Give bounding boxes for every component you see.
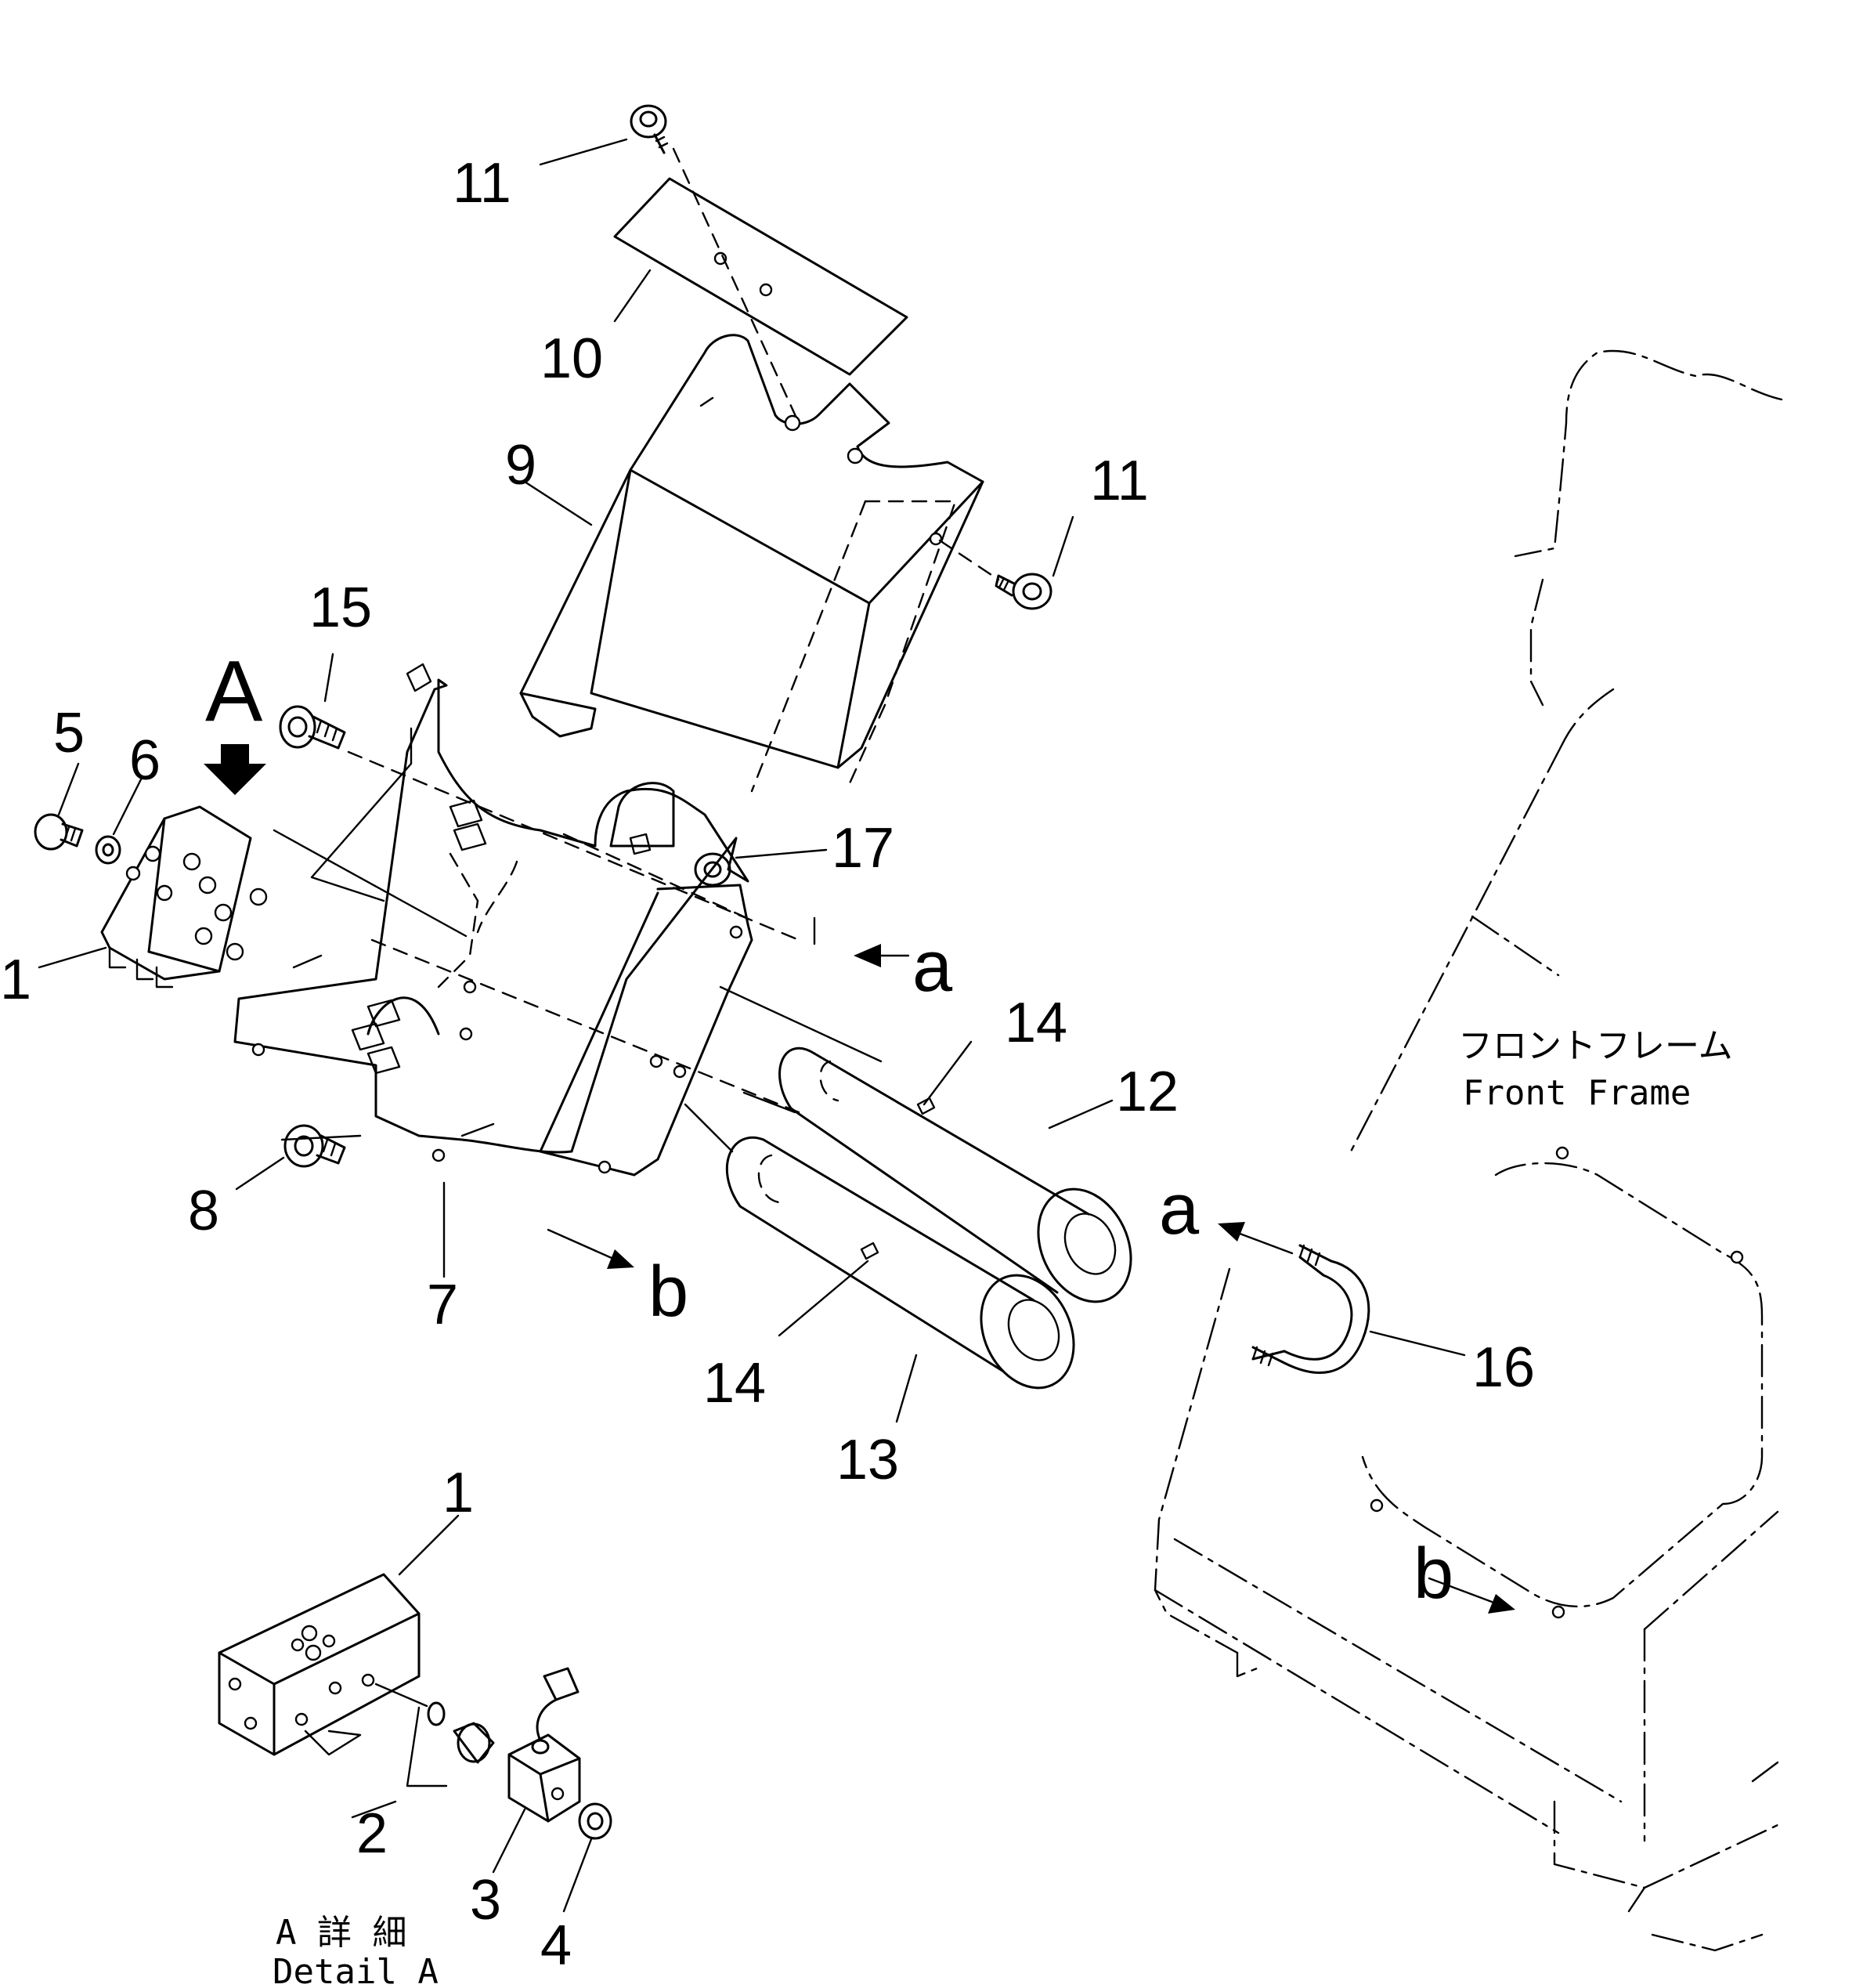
view-arrow-a <box>204 744 266 795</box>
connection-label-a-left: a <box>912 927 953 1007</box>
part-8-bolt <box>283 1124 346 1168</box>
part-1-valve-block <box>100 805 268 989</box>
part-number-2: 2 <box>356 1802 388 1865</box>
part-number-1: 1 <box>0 949 31 1011</box>
part-11-bolt-right <box>995 573 1052 610</box>
part-number-3: 3 <box>470 1869 501 1932</box>
connection-label-b-left: b <box>648 1252 688 1332</box>
part-11-bolt-top <box>630 104 669 154</box>
part-number-7: 7 <box>427 1274 458 1336</box>
part-number-14-lower: 14 <box>703 1352 766 1415</box>
part-17-nut <box>694 852 731 887</box>
front-frame <box>1154 349 1783 1952</box>
leader-11-top-path <box>672 147 800 425</box>
part-number-12: 12 <box>1116 1061 1179 1123</box>
detail-caption-en: Detail A <box>273 1952 439 1988</box>
part-7-bracket <box>233 663 753 1177</box>
part-number-13: 13 <box>836 1429 899 1491</box>
part-number-11-right: 11 <box>1090 450 1149 512</box>
part-6-washer <box>95 835 121 865</box>
part-number-14-upper: 14 <box>1005 992 1067 1054</box>
hardware-path-lines <box>273 727 883 1153</box>
connection-label-b-right: b <box>1413 1534 1453 1614</box>
part-number-17: 17 <box>832 817 894 880</box>
part-10-plate <box>613 177 908 376</box>
detail-caption-jp: A 詳 細 <box>276 1913 406 1953</box>
part-number-9: 9 <box>505 434 536 497</box>
part-number-1-detail: 1 <box>442 1462 474 1524</box>
part-5-bolt <box>34 813 84 851</box>
part-number-16: 16 <box>1472 1336 1535 1399</box>
part-12-cylinder <box>778 1046 1132 1303</box>
part-16-u-bolt <box>1251 1244 1370 1374</box>
detail-a-valve-block <box>218 1573 421 1756</box>
front-frame-label-en: Front Frame <box>1463 1073 1691 1113</box>
part-number-15: 15 <box>309 577 372 639</box>
part-number-10: 10 <box>540 327 603 390</box>
connection-arrows <box>547 944 1515 1614</box>
part-9-cover <box>519 334 984 793</box>
part-13-cylinder <box>725 1136 1075 1390</box>
bolt-11-right-path <box>938 539 1000 581</box>
part-number-4: 4 <box>540 1914 572 1977</box>
part-number-6: 6 <box>129 729 161 792</box>
part-15-bolt <box>279 705 346 750</box>
connection-label-a-right: a <box>1159 1169 1200 1249</box>
part-number-11-top: 11 <box>453 152 511 215</box>
detail-a-solenoid <box>507 1667 581 1823</box>
view-marker-a: A <box>205 643 263 739</box>
detail-a-seal-and-plug <box>304 1683 495 1787</box>
detail-a-nut <box>578 1802 612 1840</box>
part-number-8: 8 <box>188 1180 219 1242</box>
leader-lines <box>38 138 1466 1913</box>
front-frame-label-jp: フロントフレーム <box>1458 1026 1733 1066</box>
part-number-5: 5 <box>53 702 85 764</box>
